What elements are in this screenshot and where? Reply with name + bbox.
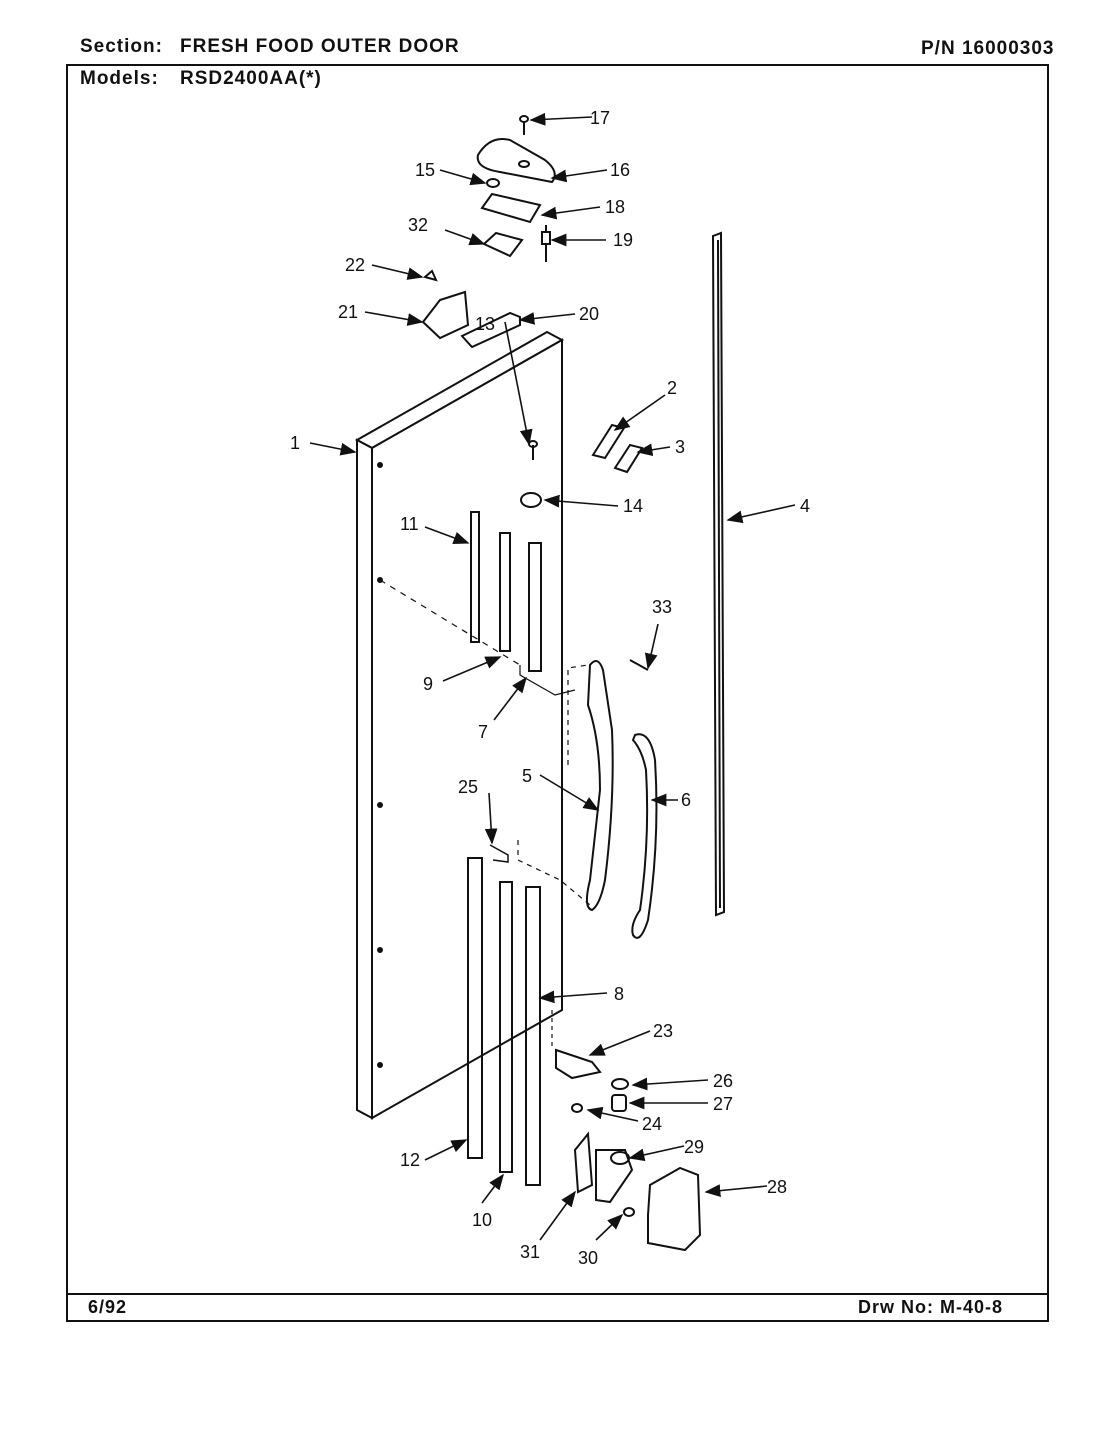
callout-32: 32 <box>408 215 428 235</box>
models-label: Models: <box>80 68 159 89</box>
callout-29: 29 <box>684 1137 704 1157</box>
section-label: Section: <box>80 36 163 57</box>
callout-14: 14 <box>623 496 643 516</box>
door-panel <box>354 330 565 1120</box>
callout-20: 20 <box>579 304 599 324</box>
callout-labels: 1 2 3 4 5 6 7 8 9 10 11 12 13 14 15 16 1… <box>290 108 810 1268</box>
callout-23: 23 <box>653 1021 673 1041</box>
footer-date: 6/92 <box>88 1297 128 1317</box>
callout-7: 7 <box>478 722 488 742</box>
callout-15: 15 <box>415 160 435 180</box>
callout-25: 25 <box>458 777 478 797</box>
drawing-number: Drw No: M-40-8 <box>858 1297 1004 1317</box>
small-parts <box>520 423 649 671</box>
section-title: FRESH FOOD OUTER DOOR <box>180 36 460 57</box>
callout-3: 3 <box>675 437 685 457</box>
callout-5: 5 <box>522 766 532 786</box>
callout-13: 13 <box>475 314 495 334</box>
callout-12: 12 <box>400 1150 420 1170</box>
callout-27: 27 <box>713 1094 733 1114</box>
models-value: RSD2400AA(*) <box>180 68 322 89</box>
part-number: P/N 16000303 <box>921 38 1055 59</box>
footer-divider <box>68 1293 1047 1295</box>
upper-trim-strips <box>470 511 576 696</box>
callout-4: 4 <box>800 496 810 516</box>
callout-10: 10 <box>472 1210 492 1230</box>
callout-6: 6 <box>681 790 691 810</box>
door-handle <box>517 660 658 939</box>
bottom-hinge-assembly <box>551 1010 702 1252</box>
callout-17: 17 <box>590 108 610 128</box>
callout-1: 1 <box>290 433 300 453</box>
callout-8: 8 <box>614 984 624 1004</box>
upper-hinge-bracket <box>421 269 521 349</box>
callout-9: 9 <box>423 674 433 694</box>
callout-24: 24 <box>642 1114 662 1134</box>
diagram-frame <box>66 64 1049 1322</box>
callout-18: 18 <box>605 197 625 217</box>
callout-30: 30 <box>578 1248 598 1268</box>
top-hinge-assembly <box>476 115 556 262</box>
callout-leaders <box>309 112 796 1241</box>
callout-21: 21 <box>338 302 358 322</box>
callout-19: 19 <box>613 230 633 250</box>
callout-16: 16 <box>610 160 630 180</box>
callout-2: 2 <box>667 378 677 398</box>
callout-26: 26 <box>713 1071 733 1091</box>
callout-28: 28 <box>767 1177 787 1197</box>
callout-22: 22 <box>345 255 365 275</box>
callout-31: 31 <box>520 1242 540 1262</box>
lower-trim-strips <box>467 844 541 1186</box>
callout-33: 33 <box>652 597 672 617</box>
door-gasket-strip <box>711 231 726 917</box>
callout-11: 11 <box>400 514 419 534</box>
